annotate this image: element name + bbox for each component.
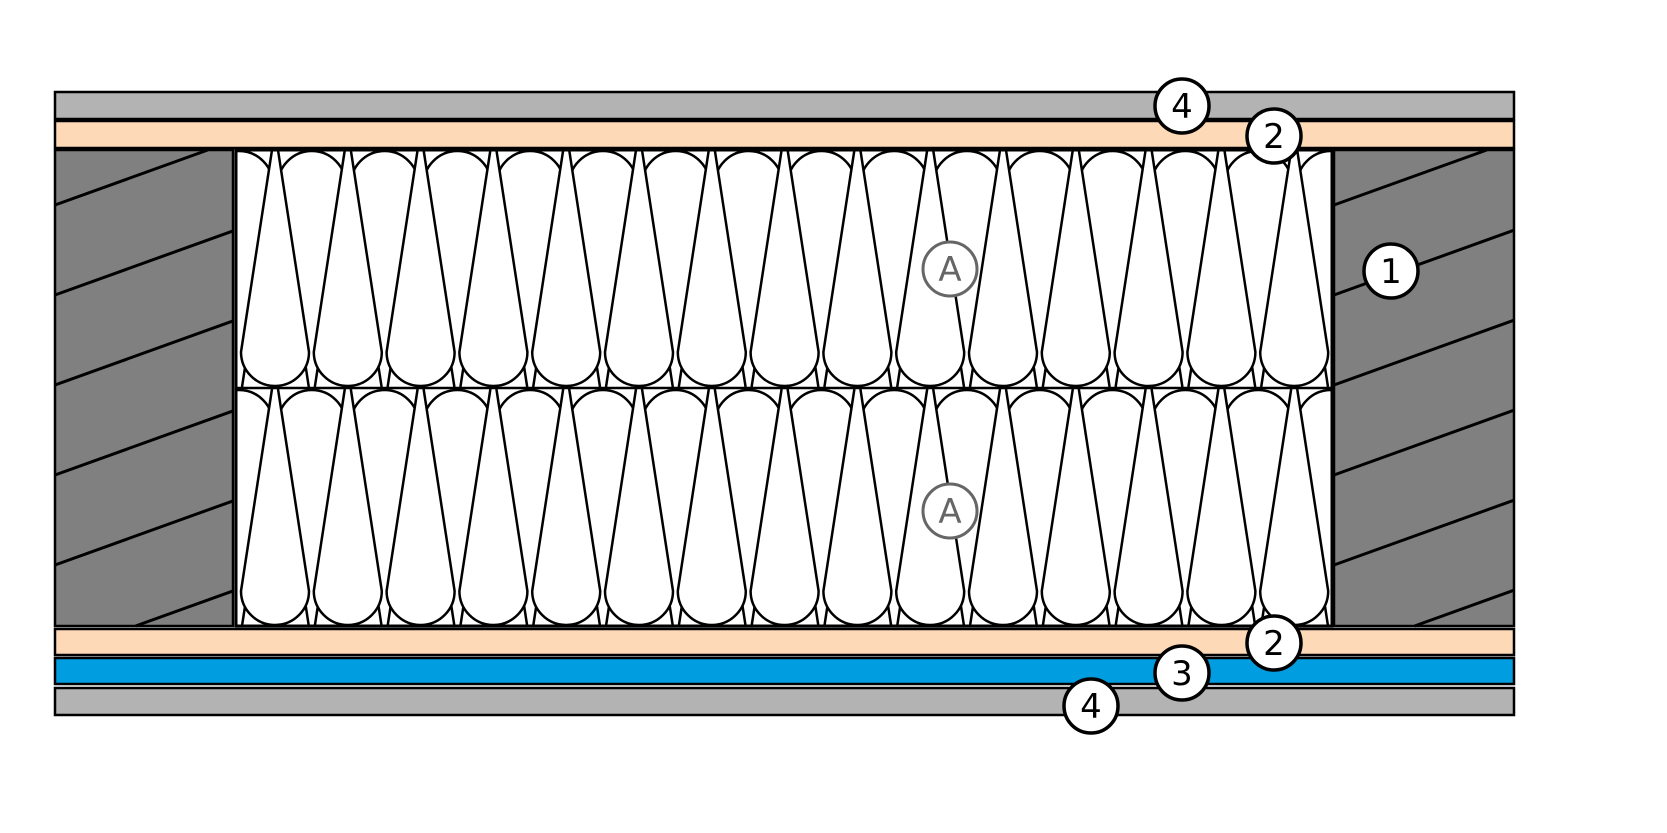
grain-line [1333, 148, 1488, 207]
callout-top-cladding: 4 [1153, 77, 1211, 135]
callout-stud: 1 [1362, 242, 1420, 300]
callout-label: 4 [1080, 687, 1102, 727]
grain-line [54, 148, 209, 207]
insulation-fibre [385, 150, 456, 388]
grain-line [1333, 228, 1515, 297]
callout-label: 1 [1380, 252, 1402, 292]
callout-label: 3 [1171, 654, 1193, 694]
bottom-cladding-layer [53, 686, 1516, 717]
grain-line [1333, 318, 1515, 387]
insulation-fibre [967, 150, 1039, 388]
callout-circle [1062, 677, 1120, 735]
callout-top-board: 2 [1245, 107, 1303, 165]
callout-label: A [938, 492, 961, 532]
callout-insulation-upper: A [921, 240, 979, 298]
grain-line [1414, 588, 1515, 628]
insulation-fibre [458, 150, 529, 388]
grain-line [135, 589, 234, 628]
left-stud [53, 148, 235, 628]
insulation-fibre [239, 150, 311, 388]
insulation-fibre [1113, 150, 1184, 388]
right-stud-grain-lines [1333, 148, 1515, 628]
callout-insulation-lower: A [921, 482, 979, 540]
callout-circle [1153, 77, 1211, 135]
insulation-fibre [1040, 150, 1112, 388]
insulation-cavity-outline [234, 148, 1334, 628]
callout-bottom-board: 2 [1245, 614, 1303, 672]
grain-line [54, 499, 234, 567]
left-stud-grain-lines [54, 148, 234, 628]
callout-circle [1362, 242, 1420, 300]
grain-line [54, 319, 234, 387]
top-cladding-layer [53, 90, 1516, 121]
callout-circle [1245, 614, 1303, 672]
callout-label: 2 [1263, 624, 1285, 664]
grain-line [1333, 408, 1515, 477]
insulation-fibre [676, 150, 748, 388]
callout-label: A [938, 250, 961, 290]
grain-line [1333, 498, 1515, 567]
callout-circle [1245, 107, 1303, 165]
callout-bottom-cladding: 4 [1062, 677, 1120, 735]
insulation-fibre [1258, 150, 1330, 388]
grain-line [54, 229, 234, 297]
insulation-fibre [312, 150, 384, 388]
right-stud [1332, 148, 1516, 628]
callout-circle [921, 240, 979, 298]
insulation-fibre [822, 150, 893, 388]
insulation-fibre [530, 150, 602, 388]
callout-label: 2 [1263, 117, 1285, 157]
callout-circle [1153, 644, 1211, 702]
insulation-batts [236, 150, 1332, 626]
insulation-fibre [749, 150, 820, 388]
callout-membrane: 3 [1153, 644, 1211, 702]
callout-circle [921, 482, 979, 540]
grain-line [54, 409, 234, 477]
insulation-fibre [1186, 150, 1257, 388]
callout-label: 4 [1171, 87, 1193, 127]
insulation-fibre [603, 150, 675, 388]
